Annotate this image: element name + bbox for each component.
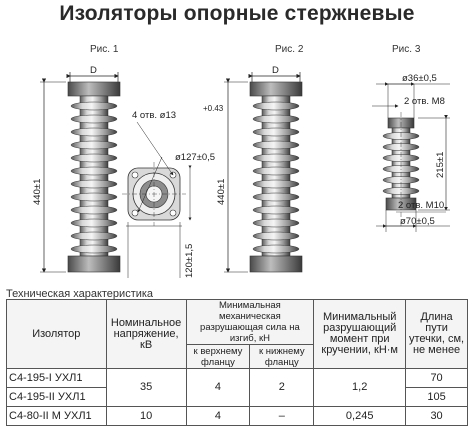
table-row: С4-80-II М УХЛ1 10 4 – 0,245 30: [6, 406, 468, 426]
figure-2-flange-top-view: [122, 121, 192, 278]
page-title: Изоляторы опорные стержневые: [59, 2, 415, 25]
cell-voltage: 10: [105, 406, 187, 426]
fig3-dim-height: 215±1: [435, 152, 446, 178]
figure-2-label: Рис. 2: [275, 44, 304, 55]
fig2-dim-base: 120±1,5: [184, 244, 195, 278]
cell-torque: 0,245: [313, 406, 407, 426]
figure-2-insulator: [224, 72, 303, 273]
cell-name: С4-195-II УХЛ1: [6, 387, 107, 407]
cell-name: С4-195-I УХЛ1: [6, 368, 107, 388]
header-creepage: Длина пути утечки, см, не менее: [405, 299, 468, 369]
cell-creepage: 30: [405, 406, 468, 426]
cell-torque: 1,2: [313, 368, 407, 407]
figure-3-insulator: [372, 82, 450, 232]
fig2-dim-holes-tolerance: +0.43: [203, 104, 224, 113]
fig2-dim-holes: 4 отв. ø13: [132, 110, 176, 121]
technical-drawing: D 440±1 4 отв. ø13 +0.43 ø127±0,5 120±1,…: [32, 65, 450, 278]
cell-creepage: 105: [405, 387, 468, 407]
cell-bottom-force: –: [249, 406, 315, 426]
cell-creepage: 70: [405, 368, 468, 388]
cell-voltage: 35: [105, 368, 187, 407]
figure-1-insulator: [40, 72, 121, 273]
fig3-dim-top: ø36±0,5: [402, 73, 437, 84]
fig3-dim-bottom: ø70±0,5: [400, 216, 435, 227]
fig2-dim-height: 440±1: [216, 179, 227, 205]
fig2-dim-d: D: [272, 65, 279, 76]
figure-1-label: Рис. 1: [90, 44, 119, 55]
spec-table: Изолятор Номинальное напряжение, кВ Мини…: [6, 299, 468, 426]
fig3-dim-bottom-holes: 2 отв. M10: [398, 200, 444, 211]
fig1-dim-d: D: [90, 65, 97, 76]
header-insulator: Изолятор: [6, 299, 107, 369]
cell-bottom-force: 2: [249, 368, 315, 407]
fig3-dim-top-holes: 2 отв. M8: [404, 96, 445, 107]
cell-top-force: 4: [185, 368, 251, 407]
header-bending-top: к верхнему фланцу: [185, 344, 251, 369]
figure-3-label: Рис. 3: [392, 44, 421, 55]
fig2-dim-pcd: ø127±0,5: [175, 152, 215, 163]
cell-name: С4-80-II М УХЛ1: [6, 406, 107, 426]
cell-top-force: 4: [185, 406, 251, 426]
table-row: С4-195-I УХЛ1 35 4 2 1,2 70: [6, 368, 468, 407]
header-bending: Минимальная механическая разрушающая сил…: [185, 299, 315, 345]
header-torque: Минимальный разрушающий момент при круче…: [313, 299, 407, 369]
header-bending-bottom: к нижнему фланцу: [249, 344, 315, 369]
table-caption: Техническая характеристика: [6, 288, 154, 300]
header-voltage: Номинальное напряжение, кВ: [105, 299, 187, 369]
fig1-dim-height: 440±1: [32, 179, 43, 205]
